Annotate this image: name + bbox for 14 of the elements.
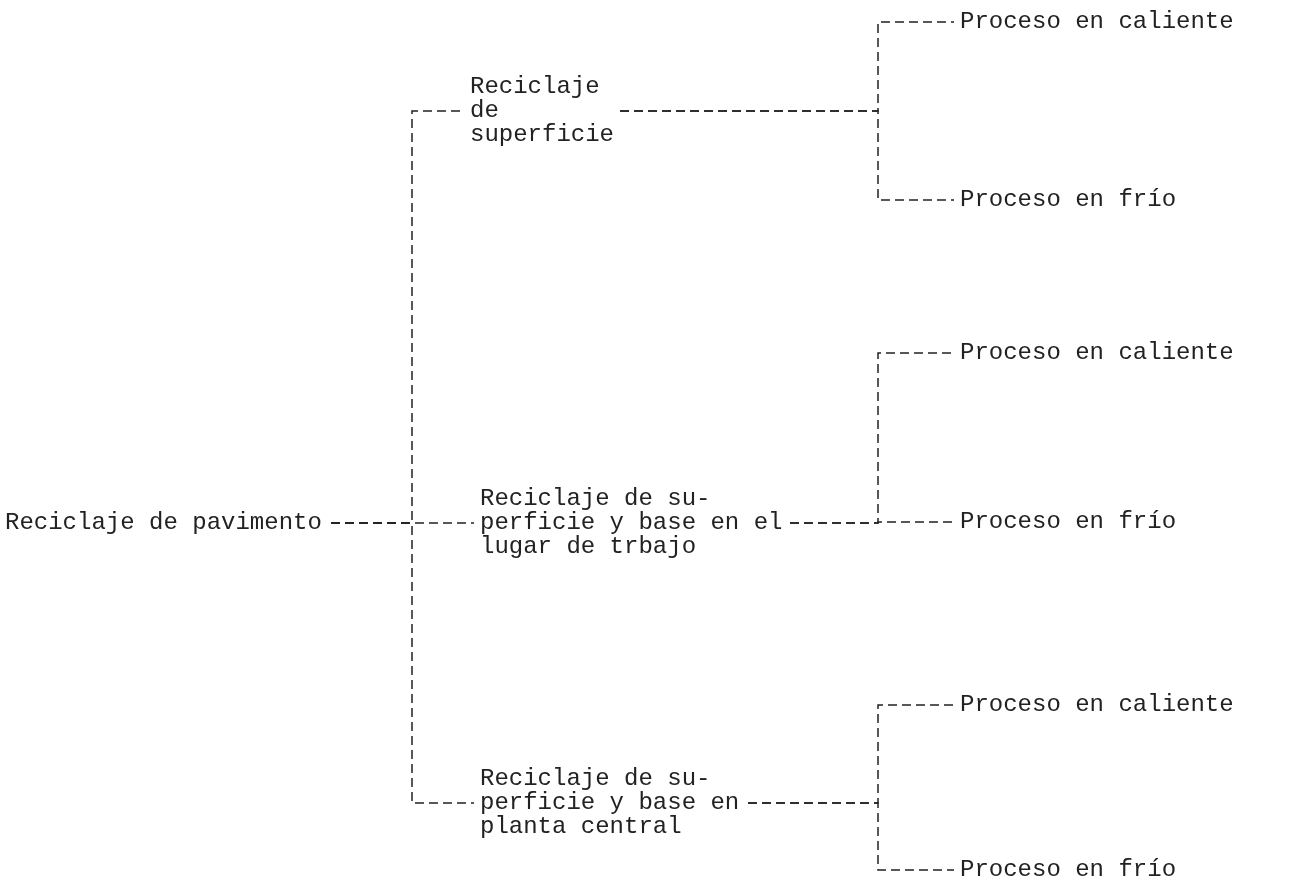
category-label: Proceso en caliente (960, 693, 1260, 717)
category-label: Proceso en frío (960, 188, 1260, 212)
category-label: Reciclaje de su- perficie y base en el lugar de trbajo (480, 487, 784, 559)
category-label: Proceso en caliente (960, 10, 1260, 34)
connector-line (619, 110, 955, 201)
connector-line (747, 802, 955, 871)
category-label: Reciclaje de pavimento (5, 511, 325, 535)
category-label: Proceso en frío (960, 510, 1260, 534)
category-label: Reciclaje de su- perficie y base en planta central (480, 767, 742, 839)
category-label: Reciclaje de superficie (470, 75, 614, 147)
category-label: Proceso en caliente (960, 341, 1260, 365)
connector-line (789, 521, 955, 524)
category-label: Proceso en frío (960, 858, 1260, 882)
connector-line (330, 522, 475, 804)
